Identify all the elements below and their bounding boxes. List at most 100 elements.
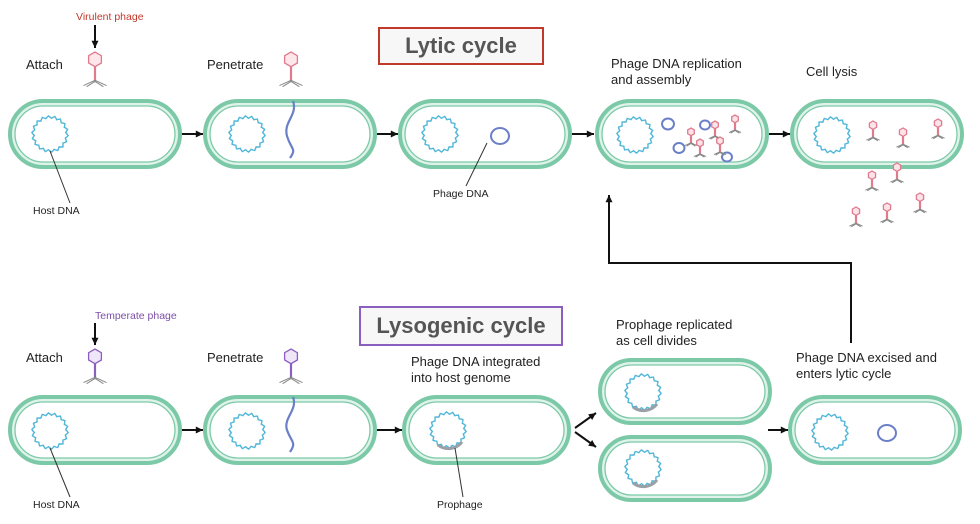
host-dna-icon xyxy=(227,411,267,451)
released-phage-icon-tail-fibers xyxy=(866,136,880,142)
lysogenic-split-arrow-down-head xyxy=(588,440,596,447)
lytic-replication-label: Phage DNA replication and assembly xyxy=(611,56,742,87)
temperate-phage-icon-tail-fibers xyxy=(83,376,107,385)
assembled-phage-icon-head xyxy=(711,120,719,130)
lytic-arrow-2-head xyxy=(390,130,398,138)
lysogenic-excised-label: Phage DNA excised and enters lytic cycle xyxy=(796,350,937,381)
prophage-segment-icon xyxy=(437,440,464,451)
lysogenic-cycle-title: Lysogenic cycle xyxy=(359,306,563,346)
host-dna-icon xyxy=(812,115,852,155)
released-phage-icon-head xyxy=(915,192,925,203)
host-dna-leader-bottom xyxy=(49,447,71,498)
phage-dna-leader xyxy=(465,142,488,187)
released-phage-icon-head xyxy=(867,170,877,181)
assembled-phage-icon-tail-fibers xyxy=(728,129,742,134)
host-dna-leader xyxy=(49,150,71,204)
released-phage-icon-tail-fibers xyxy=(931,134,945,140)
phage-dna-ring-icon xyxy=(661,117,675,131)
lytic-cell-penetrate-inner-membrane xyxy=(209,105,371,163)
assembled-phage-icon-tail-fibers xyxy=(713,151,727,156)
released-phage-icon-tail-fibers xyxy=(913,208,927,214)
lytic-cycle-title: Lytic cycle xyxy=(378,27,544,65)
lytic-cell-attach-inner-membrane xyxy=(14,105,176,163)
phage-dna-strand-icon xyxy=(285,100,296,159)
phage-dna-ring-icon xyxy=(490,127,510,145)
released-phage-icon-tail-fibers xyxy=(896,143,910,149)
lysogenic-cell-attach-inner-membrane xyxy=(14,401,176,459)
released-phage-icon-head xyxy=(851,206,861,217)
lytic-arrow-1-head xyxy=(195,130,203,138)
host-dna-icon xyxy=(615,115,655,155)
lytic-arrow-3-head xyxy=(586,130,594,138)
prophage-segment-icon xyxy=(632,478,659,489)
return-to-lytic-path xyxy=(608,202,852,343)
released-phage-icon-tail-fibers xyxy=(890,178,904,184)
phage-dna-ring-icon xyxy=(699,119,711,131)
virulent-phage-icon-head xyxy=(283,51,299,68)
prophage-annotation: Prophage xyxy=(437,499,483,511)
prophage-host-dna-icon xyxy=(623,372,663,412)
lysogenic-arrow-1-head xyxy=(195,426,203,434)
released-phage-icon-head xyxy=(898,127,908,138)
released-phage-icon-head xyxy=(882,202,892,213)
phage-dna-ring-icon xyxy=(721,151,733,163)
lytic-lysis-label: Cell lysis xyxy=(806,64,858,79)
released-phage-icon-tail-fibers xyxy=(865,186,879,192)
virulent-phage-icon-tail-fibers xyxy=(279,79,303,88)
prophage-segment-icon xyxy=(632,402,659,413)
lysogenic-integrated-label: Phage DNA integrated into host genome xyxy=(411,354,541,385)
assembled-phage-icon-head xyxy=(696,138,704,148)
assembled-phage-icon-tail-fibers xyxy=(693,153,707,158)
lysogenic-cell-integrated-inner-membrane xyxy=(408,401,565,459)
lytic-penetrate-label: Penetrate xyxy=(207,57,264,72)
assembled-phage-icon-head xyxy=(731,114,739,124)
virulent-phage-icon-head xyxy=(87,51,103,68)
temperate-phage-label: Temperate phage xyxy=(95,310,177,322)
phage-dna-strand-icon xyxy=(285,396,296,453)
virulent-phage-pointer-head xyxy=(91,40,99,48)
released-phage-icon-head xyxy=(892,162,902,173)
virulent-phage-label: Virulent phage xyxy=(76,11,144,23)
lysogenic-cell-excised-inner-membrane xyxy=(794,401,956,459)
temperate-phage-icon-head xyxy=(87,348,103,365)
host-dna-icon xyxy=(30,411,70,451)
phage-dna-annotation: Phage DNA xyxy=(433,188,489,200)
lysogenic-split-arrow-up-head xyxy=(588,413,596,420)
lysogenic-replicated-label: Prophage replicated as cell divides xyxy=(616,317,733,348)
temperate-phage-icon-tail-fibers xyxy=(279,376,303,385)
phage-dna-ring-icon xyxy=(877,424,897,442)
host-dna-annotation-bottom: Host DNA xyxy=(33,499,80,511)
prophage-host-dna-icon xyxy=(623,448,663,488)
host-dna-annotation-top: Host DNA xyxy=(33,205,80,217)
released-phage-icon-tail-fibers xyxy=(849,222,863,228)
lysogenic-penetrate-label: Penetrate xyxy=(207,350,264,365)
lysogenic-arrow-2-head xyxy=(394,426,402,434)
phage-dna-ring-icon xyxy=(672,142,686,154)
lysogenic-cell-divided-bottom-inner-membrane xyxy=(604,441,766,496)
lytic-cell-phage-dna-inner-membrane xyxy=(404,105,566,163)
released-phage-icon-head xyxy=(933,118,943,129)
host-dna-icon xyxy=(420,114,460,154)
lysogenic-cell-divided-top-inner-membrane xyxy=(604,364,766,419)
assembled-phage-icon-head xyxy=(716,136,724,146)
assembled-phage-icon-tail-fibers xyxy=(684,142,698,147)
lysogenic-arrow-3-head xyxy=(780,426,788,434)
prophage-leader xyxy=(454,447,464,498)
temperate-phage-icon-head xyxy=(283,348,299,365)
host-dna-icon xyxy=(227,114,267,154)
released-phage-icon-tail-fibers xyxy=(880,218,894,224)
temperate-phage-pointer-head xyxy=(91,337,99,345)
lysogenic-attach-label: Attach xyxy=(26,350,63,365)
lytic-cell-lysis-inner-membrane xyxy=(796,105,958,163)
host-dna-icon xyxy=(810,412,850,452)
lytic-attach-label: Attach xyxy=(26,57,63,72)
assembled-phage-icon-head xyxy=(687,127,695,137)
lytic-arrow-4-head xyxy=(782,130,790,138)
return-to-lytic-arrow-head xyxy=(605,195,613,203)
released-phage-icon-head xyxy=(868,120,878,131)
lysogenic-cell-penetrate-inner-membrane xyxy=(209,401,371,459)
virulent-phage-icon-tail-fibers xyxy=(83,79,107,88)
lytic-cell-replication-inner-membrane xyxy=(601,105,763,163)
